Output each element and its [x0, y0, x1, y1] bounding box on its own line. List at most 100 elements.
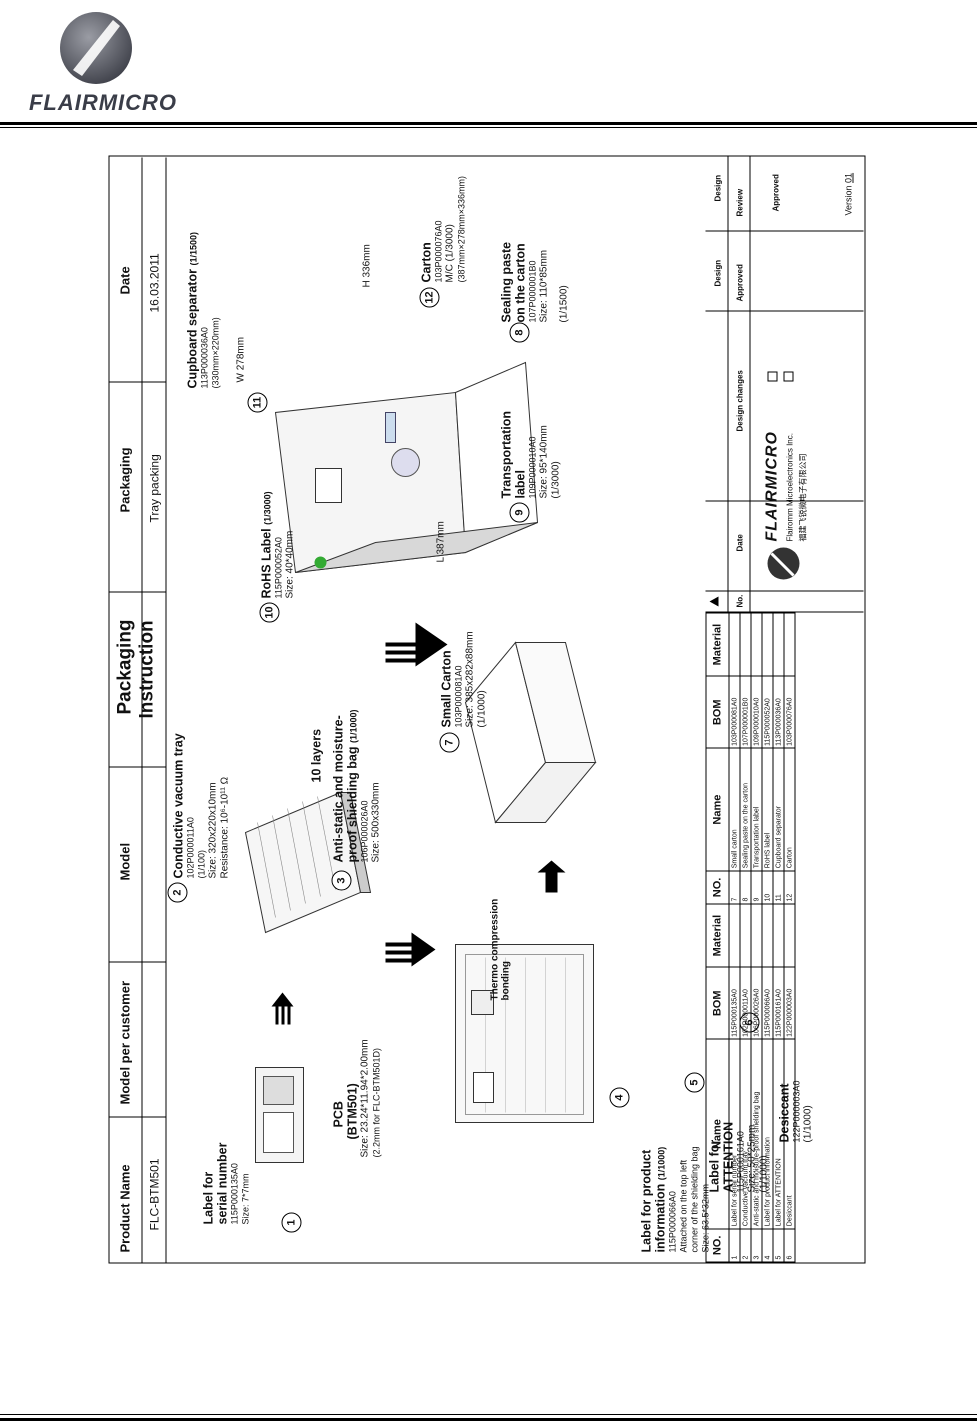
- tb-approved: Approved: [735, 264, 745, 302]
- bom-cell: [729, 613, 740, 677]
- carton-height: H 336mm: [361, 244, 373, 288]
- tb-version-label: Version: [843, 185, 854, 216]
- tb-design-changes: Design changes: [735, 370, 745, 432]
- flairmicro-logo: FLAIRMICRO: [18, 8, 188, 115]
- bom-cell: 12: [784, 870, 795, 905]
- item-2-qty: (1/100): [196, 849, 207, 879]
- item-11-qty: (1/1500): [188, 232, 199, 266]
- header-sep: [109, 591, 166, 593]
- bom-cell: Anti-static and moisture-proof shielding…: [751, 1039, 762, 1229]
- bom-cell: Desiccant: [784, 1039, 795, 1229]
- item-1-title: serial number: [215, 1142, 230, 1225]
- header-sep: [109, 961, 166, 963]
- item-3-title: Anti-static and moisture-: [331, 715, 346, 863]
- bom-cell: 3: [751, 1228, 762, 1262]
- bom-cell: [784, 904, 795, 968]
- bom-cell: 8: [740, 870, 751, 905]
- tb-no: No.: [735, 594, 745, 608]
- thermo-line: Thermo compression: [489, 898, 501, 1001]
- bom-cell: [751, 904, 762, 968]
- bom-cell: Label for product information: [762, 1039, 773, 1229]
- item-8-size: Size: 110*85mm: [538, 249, 550, 323]
- item-7-qty: (1/1000): [476, 690, 488, 728]
- pcb-title: (BTM501): [345, 1083, 360, 1140]
- bom-cell: 5: [773, 1228, 784, 1262]
- item-7-title: Small Carton: [439, 650, 454, 728]
- item-2-code: 102P000011A0: [185, 817, 196, 879]
- product-name-label: Product Name: [117, 1164, 133, 1253]
- bom-header-material: Material: [706, 904, 729, 968]
- item-9-title: Transportation: [499, 410, 514, 499]
- tb-version-value: 01: [843, 172, 854, 183]
- item-8-title: on the carton: [513, 243, 528, 323]
- item-11-marker: 11: [247, 392, 268, 413]
- item-8-caption: Sealing paste on the carton 107P000001B0…: [500, 242, 571, 323]
- bom-cell: 4: [762, 1228, 773, 1262]
- bom-cell: [762, 904, 773, 968]
- item-12-caption: Carton 103P000076A0 M/C (1/3000) (387mm×…: [420, 176, 468, 283]
- item-2-marker: 2: [167, 882, 188, 903]
- packaging-illustration: [244, 361, 597, 1163]
- tb-company-cn: 福建飞锐微电子有限公司: [798, 453, 808, 542]
- tray-layers: 10 layers: [309, 728, 324, 783]
- model-label: Model: [117, 842, 133, 881]
- packaging-drawing-sheet: Product Name FLC-BTM501 Model per custom…: [108, 155, 866, 1264]
- bom-cell: 115P000135A0: [729, 967, 740, 1040]
- item-1-size: Size: 7*7mm: [240, 1173, 251, 1225]
- item-9-title: label: [513, 470, 528, 499]
- bom-table: NO. Name BOM Material NO. Name BOM Mater…: [706, 613, 796, 1263]
- tb-design: Design: [713, 259, 723, 287]
- thermo-line: bonding: [500, 961, 512, 1001]
- item-10-size: Size: 40*40mm: [284, 530, 296, 599]
- item-3-caption: Anti-static and moisture- proof shieldin…: [332, 710, 383, 863]
- item-9-marker: 9: [509, 502, 530, 523]
- bom-cell: 9: [751, 870, 762, 905]
- item-7-size: Size: 385x282x88mm: [464, 631, 476, 728]
- product-name-value: FLC-BTM501: [147, 1158, 162, 1231]
- bom-cell: [740, 613, 751, 677]
- pcb-size: Size: 23.24*11.94*2.00mm: [359, 1039, 371, 1158]
- item-4-marker: 4: [609, 1087, 630, 1108]
- bom-cell: 115P000052A0: [762, 676, 773, 749]
- item-2-resistance: Resistance: 10⁶-10¹¹ Ω: [219, 776, 231, 879]
- bom-cell: 115P000066A0: [762, 967, 773, 1040]
- item-12-dims: (387mm×278mm×336mm): [456, 175, 467, 283]
- date-value: 16.03.2011: [147, 253, 162, 313]
- item-9-code: 109P000010A0: [527, 436, 538, 499]
- item-7-marker: 7: [439, 732, 460, 753]
- bom-cell: Carton: [784, 748, 795, 871]
- carton-length: L 387mm: [435, 521, 447, 563]
- bom-cell: Label for serial number: [729, 1039, 740, 1229]
- bom-cell: 106P000026A0: [751, 967, 762, 1040]
- item-6-qty: (1/1000): [802, 1105, 814, 1143]
- item-2-caption: Conductive vacuum tray 102P000011A0 (1/1…: [172, 733, 232, 878]
- item-7-code: 103P000081A0: [453, 665, 464, 728]
- item-7-caption: Small Carton 103P000081A0 Size: 385x282x…: [440, 631, 489, 727]
- item-4-title: Label for product: [639, 1149, 654, 1253]
- revision-triangle-icon: [709, 596, 719, 607]
- item-9-qty: (1/3000): [550, 461, 562, 499]
- item-10-code: 115P000052A0: [273, 537, 284, 599]
- tb-review: Review: [735, 188, 745, 217]
- bom-cell: 113P000036A0: [773, 676, 784, 749]
- item-12-mc: M/C (1/3000): [444, 224, 456, 283]
- item-8-qty: (1/1500): [558, 285, 570, 323]
- bom-header-name: Name: [706, 748, 729, 871]
- packaging-value: Tray packing: [147, 454, 162, 523]
- bom-cell: 115P000161A0: [773, 967, 784, 1040]
- item-12-marker: 12: [419, 287, 440, 308]
- item-10-title: RoHS Label: [259, 528, 274, 599]
- bom-header-material: Material: [706, 613, 729, 677]
- bom-cell: 2: [740, 1228, 751, 1262]
- brand-name: FLAIRMICRO: [28, 90, 178, 115]
- item-3-title: proof shielding bag: [345, 746, 360, 863]
- item-4-code: 115P000066A0: [667, 1191, 678, 1253]
- item-12-title: Carton: [419, 242, 434, 283]
- title-instruction: Instruction: [136, 620, 158, 719]
- bom-cell: 107P000001B0: [740, 676, 751, 749]
- checkbox-icon: [783, 371, 794, 382]
